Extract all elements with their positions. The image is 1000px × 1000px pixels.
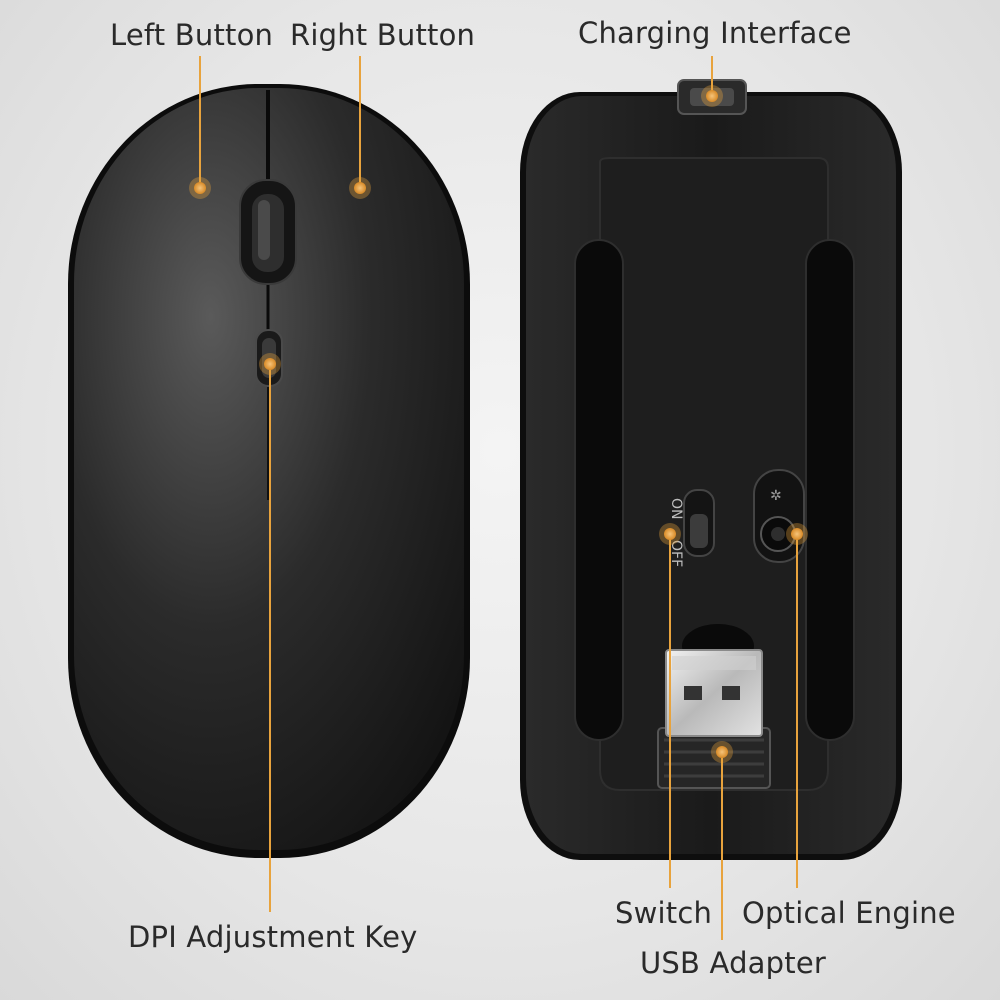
label-switch: Switch [615,896,713,930]
svg-text:✲: ✲ [770,488,782,504]
callout-dots [189,85,808,763]
label-usb-adapter: USB Adapter [640,946,826,980]
label-charging-interface: Charging Interface [578,16,852,50]
mouse-bottom-view: ON OFF ✲ [520,79,902,860]
switch-off-marking: OFF [668,540,684,567]
label-optical-engine: Optical Engine [742,896,956,930]
label-left-button: Left Button [110,18,274,52]
callouts [199,56,798,940]
label-right-button: Right Button [290,18,476,52]
switch-on-marking: ON [668,498,684,520]
scroll-wheel [239,179,297,285]
usb-receiver [657,624,771,789]
label-dpi-adjustment-key: DPI Adjustment Key [128,920,418,954]
power-switch: ON OFF [668,489,715,567]
glide-foot-left [574,239,624,741]
dpi-key [255,329,283,387]
glide-foot-right [805,239,855,741]
